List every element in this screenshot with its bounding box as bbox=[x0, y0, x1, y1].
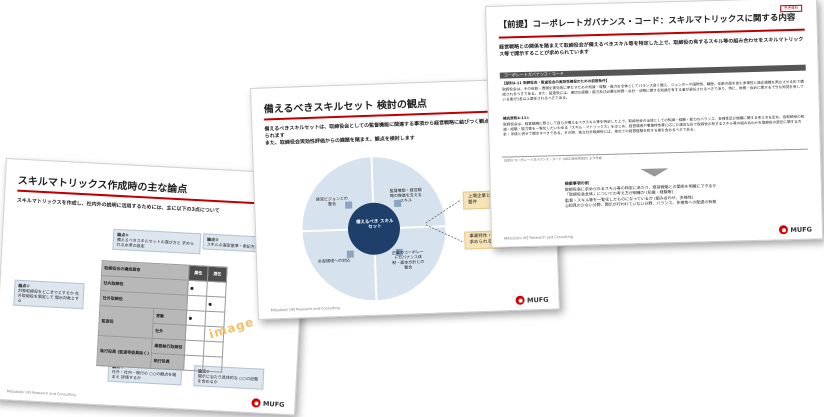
slide-skillset-perspectives: 備えるべきスキルセット 検討の観点 備えるべきスキルセットは、取締役会としての監… bbox=[250, 77, 560, 320]
connector-square bbox=[345, 201, 353, 209]
slide1-lead: スキルマトリックスを作成し、社内外の説明に活用するためには、主に以下の3点につい… bbox=[16, 197, 220, 215]
table-cell bbox=[205, 296, 226, 313]
table-cell bbox=[186, 295, 207, 312]
skillset-wheel-diagram bbox=[301, 156, 447, 302]
mufg-logo-icon bbox=[779, 225, 789, 235]
mufg-logo: MUFG bbox=[251, 398, 285, 409]
column-header: 属性 bbox=[188, 265, 209, 282]
row-sub-label: 執行役員 bbox=[150, 353, 185, 371]
connector-square bbox=[346, 250, 354, 258]
down-arrow-icon bbox=[640, 168, 669, 177]
row-sub-label: 業務執行取締役 bbox=[151, 338, 186, 356]
logo-text: MUFG bbox=[790, 225, 813, 234]
dot-icon bbox=[208, 302, 212, 306]
mufg-logo: MUFG bbox=[779, 225, 812, 235]
logo-text: MUFG bbox=[526, 295, 549, 304]
callout-issue-1: 論点① 対象取締役をどこまでとするか 社外取締役を限定して 開示対象とする bbox=[13, 279, 85, 310]
slide3-title: 【前提】コーポレートガバナンス・コード：スキルマトリックスに関する内容 bbox=[498, 12, 796, 31]
row-sub-label: 常勤 bbox=[153, 308, 187, 326]
row-group-label: 監査役 bbox=[98, 305, 154, 339]
slide-footer: Mitsubishi UFJ Research and Consulting bbox=[270, 306, 340, 313]
slide-footer: Mitsubishi UFJ Research and Consulting bbox=[6, 389, 76, 397]
mufg-logo: MUFG bbox=[515, 295, 549, 305]
wheel-center-label: 備えるべき スキルセット bbox=[355, 219, 394, 230]
quadrant-label-governance: 企業のコーポレートガバナンス体制・基本方針との整合 bbox=[391, 249, 425, 270]
dot-icon bbox=[190, 286, 194, 290]
table-cell bbox=[184, 340, 205, 357]
row-group-label: 執行役員 (監査等委員除く) bbox=[96, 335, 153, 369]
mufg-logo-icon bbox=[515, 295, 526, 305]
arrow-line bbox=[425, 224, 463, 243]
table-cell bbox=[202, 356, 223, 373]
table-cell bbox=[203, 341, 224, 358]
center-circle bbox=[347, 202, 400, 255]
callout-issue-2: 論点② 備えるべきスキルセットの選び方と 求められる水準の設定 bbox=[112, 228, 202, 255]
quadrant-label-strategy: 監督機能・経営戦略の推進を支えるスキル bbox=[389, 187, 422, 203]
skill-matrix-table: 取締役会の構成員等 属性 選任 社内取締役 社外取締役 監査役 常勤 社外 執行… bbox=[96, 260, 228, 373]
table-cell bbox=[185, 325, 206, 342]
table-cell bbox=[186, 310, 206, 327]
connector-square bbox=[395, 248, 403, 257]
table-cell bbox=[183, 355, 204, 372]
mufg-logo-icon bbox=[251, 398, 262, 408]
slide3-lead: 経営戦略との関係を踏まえて取締役会が備えるべきスキル等を特定した上で、取締役の有… bbox=[499, 36, 804, 58]
slide-cgcode-skill-matrix: 参考資料 【前提】コーポレートガバナンス・コード：スキルマトリックスに関する内容… bbox=[485, 0, 824, 248]
table-cell bbox=[206, 281, 227, 298]
wheel-arrows bbox=[425, 199, 463, 243]
column-header: 選任 bbox=[207, 266, 228, 283]
connector-square bbox=[393, 199, 402, 208]
slide-footer: Mitsubishi UFJ Research and Consulting bbox=[504, 234, 574, 241]
row-sub-label: 社外 bbox=[152, 323, 187, 341]
table-cell bbox=[187, 280, 208, 297]
review-items: 検案事項の例 取締役会に求められるスキル等の特定にあたり、経営戦略との関係を明確… bbox=[565, 177, 717, 208]
logo-text: MUFG bbox=[262, 399, 285, 409]
arrow-line bbox=[425, 199, 462, 224]
callout-text: 対象取締役をどこまでとするか 社外取締役を限定して 開示対象とする bbox=[17, 287, 80, 304]
quadrant-label-vision: 経営ビジョンとの整合 bbox=[315, 195, 348, 207]
slide2-title: 備えるべきスキルセット 検討の観点 bbox=[263, 98, 428, 116]
dot-icon bbox=[188, 316, 193, 320]
